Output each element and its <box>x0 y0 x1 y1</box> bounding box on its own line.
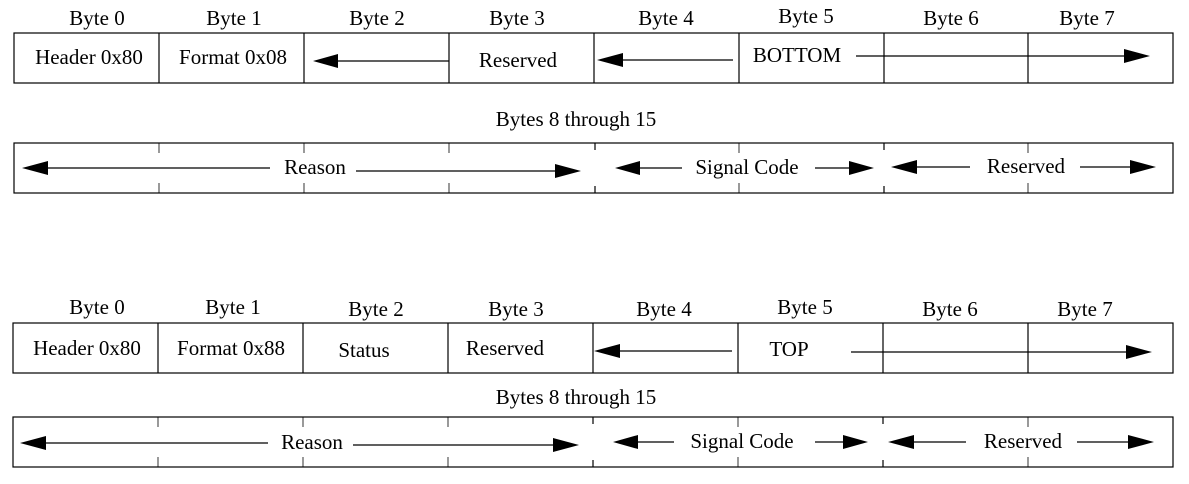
bytes-8-15-label: Bytes 8 through 15 <box>496 385 656 409</box>
byte-header-2: Byte 2 <box>348 297 403 321</box>
byte-header-5: Byte 5 <box>778 4 833 28</box>
bottom-row-bytes-8-15: Reason Signal Code Reserved <box>12 416 1174 468</box>
reason-arrow-left-icon <box>22 161 270 175</box>
reserved-field-label: Reserved <box>466 336 545 360</box>
reserved-field-label: Reserved <box>479 48 558 72</box>
bottom-byte-headers: Byte 0 Byte 1 Byte 2 Byte 3 Byte 4 Byte … <box>69 295 1112 321</box>
byte-header-6: Byte 6 <box>922 297 977 321</box>
byte-header-7: Byte 7 <box>1059 6 1114 30</box>
top-row-bytes-0-7: Header 0x80 Format 0x08 Reserved BOTTOM <box>13 32 1174 84</box>
format-field-label: Format 0x88 <box>177 336 285 360</box>
reason-field-label: Reason <box>281 430 343 454</box>
reserved-arrow-left-icon <box>891 160 970 174</box>
format-field-label: Format 0x08 <box>179 45 287 69</box>
bottom-row-bytes-0-7: Header 0x80 Format 0x88 Status Reserved … <box>12 322 1174 374</box>
top-field-label: TOP <box>769 337 808 361</box>
status-field-label: Status <box>338 338 389 362</box>
left-arrow-icon <box>597 53 733 67</box>
left-arrow-icon <box>313 54 449 68</box>
reserved-field-label: Reserved <box>984 429 1063 453</box>
right-arrow-icon <box>851 345 1152 359</box>
byte-header-4: Byte 4 <box>636 297 692 321</box>
top-row-bytes-8-15: Reason Signal Code Reserved <box>13 142 1174 194</box>
reason-field-label: Reason <box>284 155 346 179</box>
signal-code-arrow-left-icon <box>615 161 682 175</box>
byte-header-3: Byte 3 <box>488 297 543 321</box>
byte-header-1: Byte 1 <box>205 295 260 319</box>
byte-header-5: Byte 5 <box>777 295 832 319</box>
signal-code-arrow-right-icon <box>815 435 868 449</box>
left-arrow-icon <box>594 344 732 358</box>
top-byte-headers: Byte 0 Byte 1 Byte 2 Byte 3 Byte 4 Byte … <box>69 4 1114 30</box>
reason-arrow-right-icon <box>356 164 581 178</box>
signal-code-field-label: Signal Code <box>690 429 793 453</box>
byte-header-0: Byte 0 <box>69 6 124 30</box>
signal-code-arrow-right-icon <box>815 161 874 175</box>
byte-header-1: Byte 1 <box>206 6 261 30</box>
bytes-8-15-label: Bytes 8 through 15 <box>496 107 656 131</box>
reserved-arrow-left-icon <box>888 435 966 449</box>
byte-header-0: Byte 0 <box>69 295 124 319</box>
header-field-label: Header 0x80 <box>33 336 141 360</box>
signal-code-field-label: Signal Code <box>695 155 798 179</box>
bottom-field-label: BOTTOM <box>753 43 842 67</box>
header-field-label: Header 0x80 <box>35 45 143 69</box>
byte-header-4: Byte 4 <box>638 6 694 30</box>
top-section: Byte 0 Byte 1 Byte 2 Byte 3 Byte 4 Byte … <box>13 4 1174 194</box>
reserved-arrow-right-icon <box>1080 160 1156 174</box>
reserved-field-label: Reserved <box>987 154 1066 178</box>
bottom-row2-box <box>12 416 1174 468</box>
byte-header-6: Byte 6 <box>923 6 978 30</box>
reason-arrow-left-icon <box>20 436 268 450</box>
byte-header-3: Byte 3 <box>489 6 544 30</box>
byte-header-2: Byte 2 <box>349 6 404 30</box>
reason-arrow-right-icon <box>353 438 579 452</box>
reserved-arrow-right-icon <box>1077 435 1154 449</box>
signal-code-arrow-left-icon <box>613 435 674 449</box>
byte-header-7: Byte 7 <box>1057 297 1112 321</box>
right-arrow-icon <box>856 49 1150 63</box>
bottom-section: Byte 0 Byte 1 Byte 2 Byte 3 Byte 4 Byte … <box>12 295 1174 468</box>
